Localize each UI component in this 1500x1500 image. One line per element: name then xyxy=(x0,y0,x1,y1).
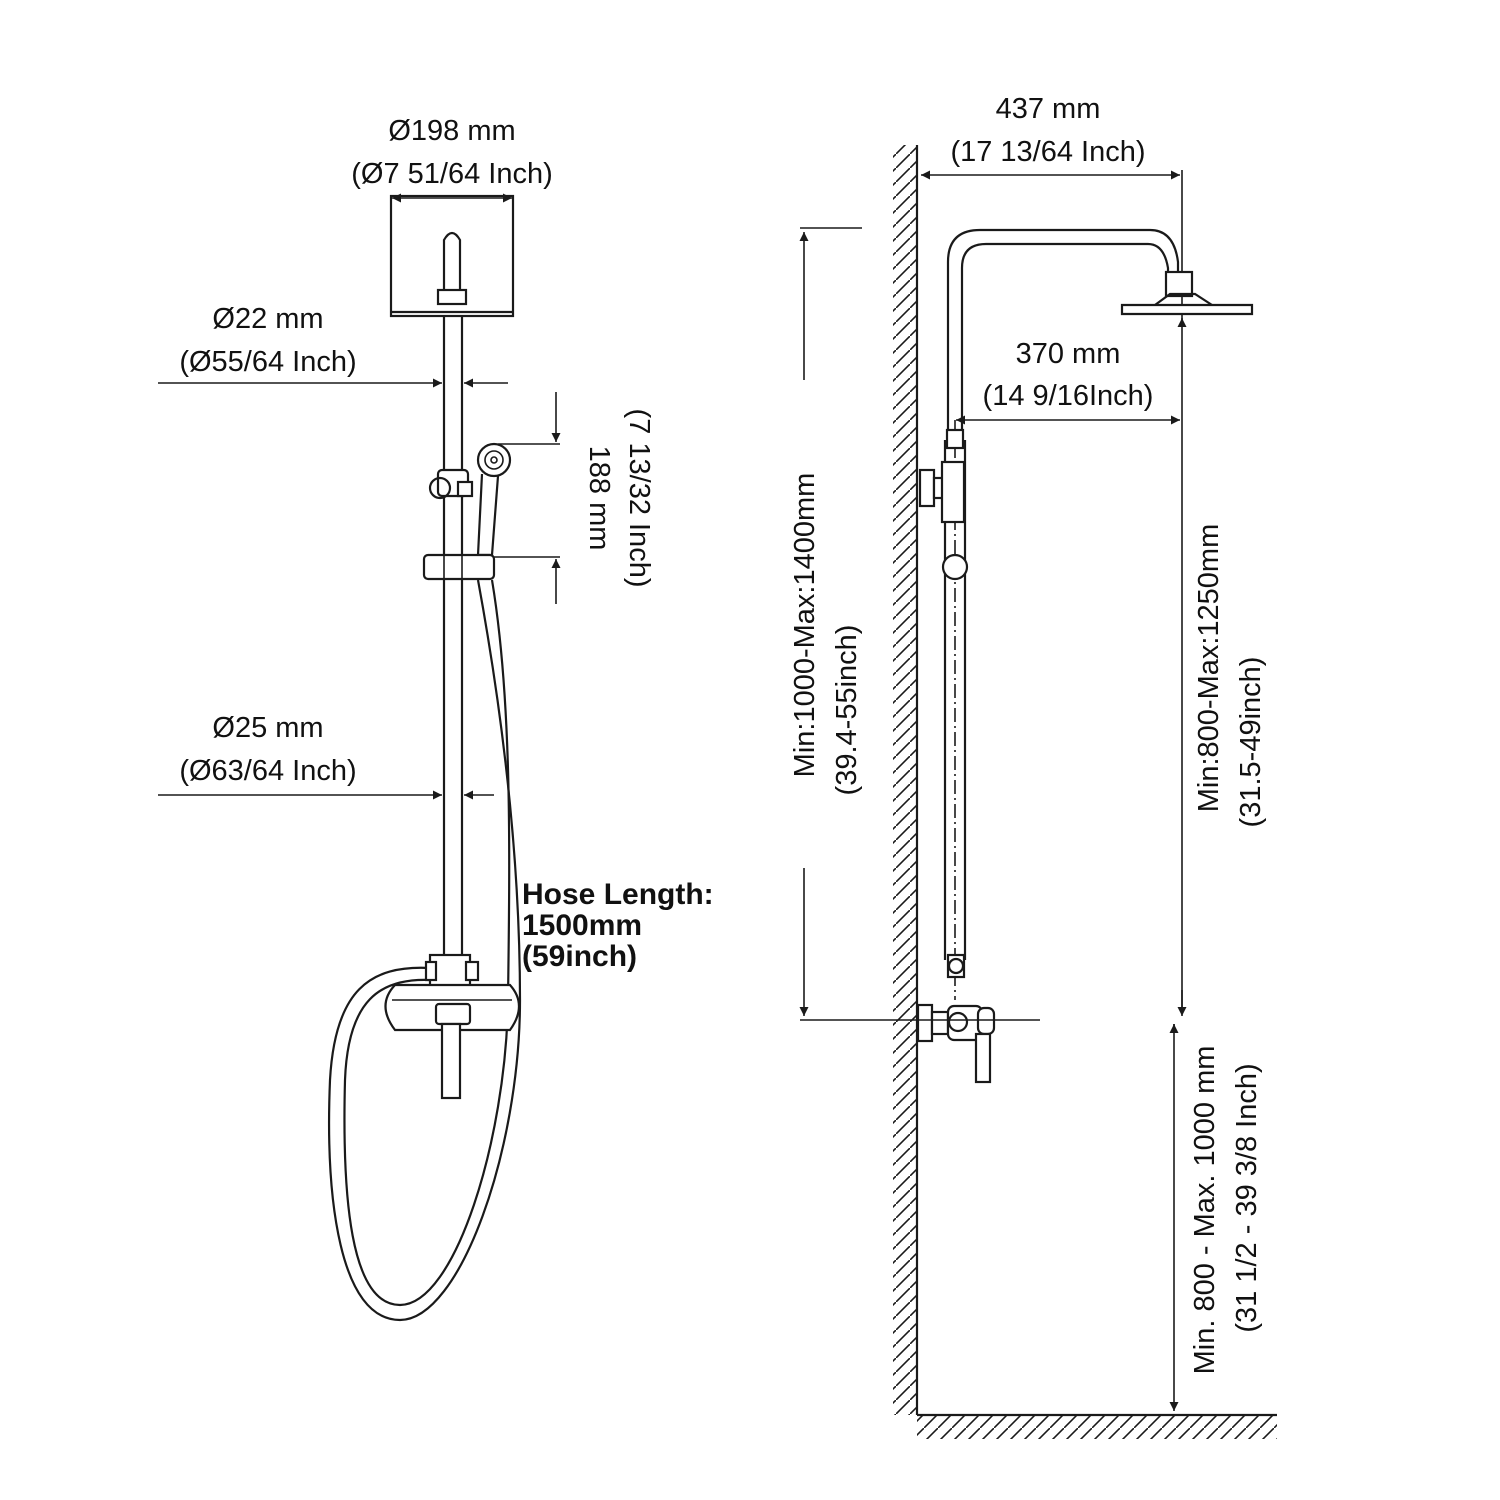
hand-shower-in: (7 13/32 Inch) xyxy=(623,409,655,588)
riser-inner xyxy=(960,242,1170,440)
arm-connector xyxy=(1164,270,1194,298)
hose-title: Hose Length: xyxy=(522,878,714,911)
head-connector xyxy=(436,288,468,306)
hose-outer xyxy=(328,579,522,1322)
total-height-in: (39.4-55inch) xyxy=(831,625,863,796)
upper-pipe-mm: Ø22 mm xyxy=(212,303,323,335)
shower-arm-top xyxy=(442,231,462,300)
upper-pipe-in: (Ø55/64 Inch) xyxy=(179,346,356,378)
hand-shower-mm: 188 mm xyxy=(583,446,615,551)
hand-shower-handle xyxy=(476,473,500,557)
side-view xyxy=(799,145,1277,1439)
mixer-side-lever xyxy=(974,1032,992,1084)
mixer-cartridge xyxy=(434,1002,472,1026)
lower-pipe-mm: Ø25 mm xyxy=(212,712,323,744)
front-view xyxy=(158,193,561,1322)
wall-bracket xyxy=(918,468,936,508)
head-diameter-mm: Ø198 mm xyxy=(388,115,515,147)
mount-height-mm: Min. 800 - Max. 1000 mm xyxy=(1189,1046,1221,1375)
hose-inner xyxy=(343,579,511,1307)
slider-holder xyxy=(422,553,496,581)
projection-in: (17 13/64 Inch) xyxy=(950,136,1145,168)
hose-mm: 1500mm xyxy=(522,909,642,942)
riser-height-mm: Min:800-Max:1250mm xyxy=(1193,524,1225,813)
mixer-wall-plate xyxy=(916,1003,934,1043)
wall-hatch xyxy=(893,145,917,1415)
head-diameter-in: (Ø7 51/64 Inch) xyxy=(351,158,553,190)
hand-shower-head xyxy=(476,442,512,478)
projection-mm: 437 mm xyxy=(996,93,1101,125)
lower-pipe-in: (Ø63/64 Inch) xyxy=(179,755,356,787)
hose-in: (59inch) xyxy=(522,940,637,973)
riser-height-in: (31.5-49inch) xyxy=(1235,657,1267,828)
arm-mm: 370 mm xyxy=(1016,338,1121,370)
mixer-lever xyxy=(440,1022,462,1100)
total-height-mm: Min:1000-Max:1400mm xyxy=(789,473,821,778)
mount-height-in: (31 1/2 - 39 3/8 Inch) xyxy=(1231,1063,1263,1332)
riser-outer xyxy=(946,228,1180,440)
arm-in: (14 9/16Inch) xyxy=(983,380,1154,412)
shower-head-side xyxy=(1120,303,1254,316)
slider-knob xyxy=(941,553,969,581)
floor-hatch xyxy=(917,1415,1277,1439)
